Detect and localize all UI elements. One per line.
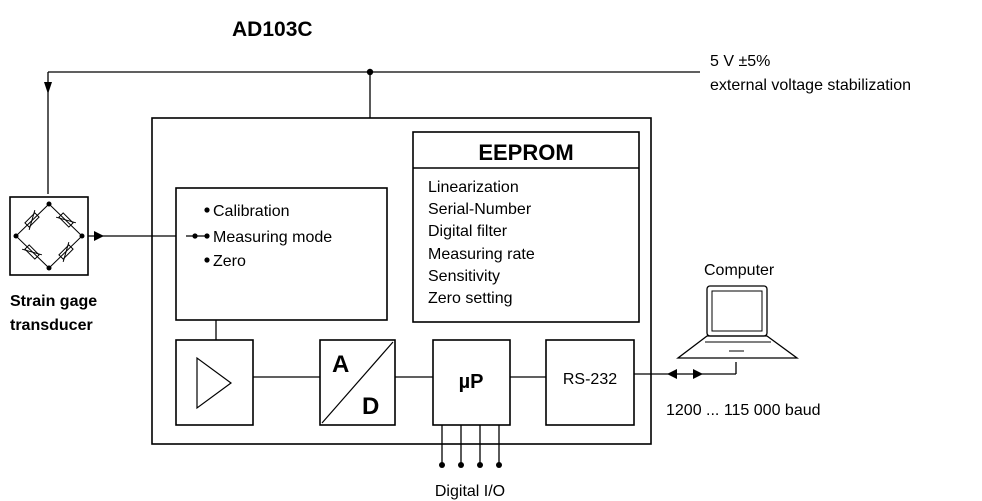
adc-block: A D — [319, 339, 396, 426]
signal-line — [88, 231, 176, 241]
serial-arrow-right-icon — [693, 369, 703, 379]
signal-arrow-icon — [94, 231, 104, 241]
amplifier-block — [175, 339, 254, 426]
computer-label: Computer — [704, 262, 775, 279]
serial-link — [634, 362, 737, 379]
eeprom-item: Digital filter — [428, 223, 508, 240]
rs232-label: RS-232 — [563, 371, 617, 388]
mode-dot — [204, 257, 210, 263]
eeprom-item: Zero setting — [428, 290, 512, 307]
eeprom-block: EEPROM Linearization Serial-Number Digit… — [412, 131, 640, 323]
serial-arrow-left-icon — [667, 369, 677, 379]
rs232-block: RS-232 — [545, 339, 635, 426]
mode-selector-block: Calibration Measuring mode Zero — [175, 187, 388, 321]
mode-item-calibration: Calibration — [213, 203, 289, 220]
adc-label-a: A — [332, 351, 349, 378]
rail-arrow-icon — [44, 82, 52, 94]
supply-voltage-label: 5 V ±5% — [710, 53, 770, 70]
eeprom-item: Serial-Number — [428, 201, 532, 218]
supply-rail — [44, 68, 700, 194]
eeprom-item: Measuring rate — [428, 246, 535, 263]
digital-io-label: Digital I/O — [435, 483, 505, 500]
amplifier-triangle-icon — [196, 356, 233, 410]
strain-gage-transducer — [9, 196, 89, 276]
microprocessor-label: µP — [459, 371, 484, 393]
eeprom-header: EEPROM — [478, 140, 573, 165]
eeprom-item: Sensitivity — [428, 268, 500, 285]
transducer-label-line1: Strain gage — [10, 293, 97, 310]
mode-item-measuring: Measuring mode — [213, 229, 332, 246]
microprocessor-block: µP — [432, 339, 511, 426]
digital-io-lines — [439, 425, 502, 468]
diagram-title: AD103C — [232, 18, 313, 41]
mode-dot — [204, 233, 210, 239]
laptop-icon — [676, 285, 799, 359]
mode-switch-pivot — [192, 233, 198, 239]
baud-rate-label: 1200 ... 115 000 baud — [666, 402, 821, 419]
transducer-label-line2: transducer — [10, 317, 93, 334]
supply-description-label: external voltage stabilization — [710, 77, 911, 94]
mode-dot — [204, 207, 210, 213]
mode-item-zero: Zero — [213, 253, 246, 270]
eeprom-item: Linearization — [428, 179, 519, 196]
adc-label-d: D — [362, 393, 379, 420]
